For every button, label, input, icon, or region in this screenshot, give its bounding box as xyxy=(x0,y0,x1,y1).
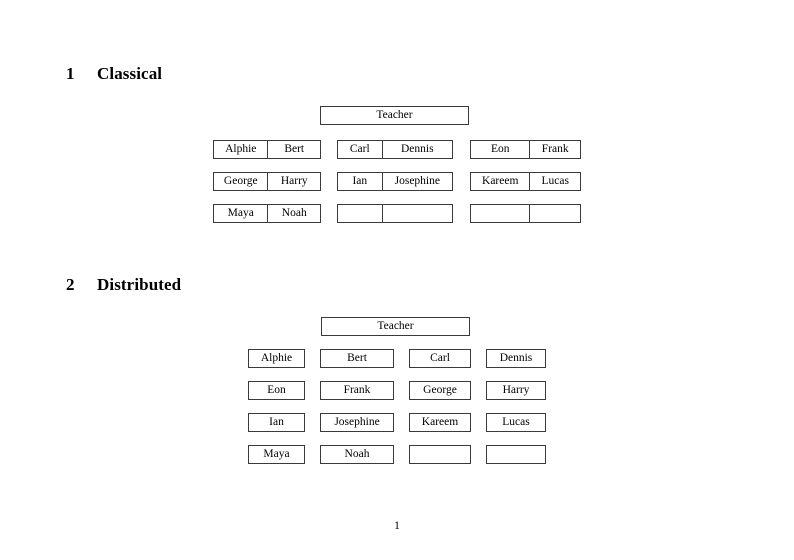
student-cell: Carl xyxy=(349,143,370,155)
student-cell-empty xyxy=(409,445,471,464)
section-title: Distributed xyxy=(97,275,182,294)
student-cell: Harry xyxy=(486,381,546,400)
student-cell: George xyxy=(223,175,258,187)
student-cell: Noah xyxy=(320,445,394,464)
student-cell: Frank xyxy=(320,381,394,400)
table-row: Ian Josephine xyxy=(337,172,453,191)
student-cell: Kareem xyxy=(409,413,471,432)
student-cell: Eon xyxy=(490,143,510,155)
student-cell-empty xyxy=(471,205,529,222)
section-heading-classical: 1 Classical xyxy=(66,64,162,84)
student-cell-empty xyxy=(486,445,546,464)
table-row: Eon Frank xyxy=(470,140,581,159)
section-title: Classical xyxy=(97,64,163,83)
table-row: Maya Noah xyxy=(213,204,321,223)
student-cell: Eon xyxy=(248,381,305,400)
student-cell: Bert xyxy=(267,141,320,158)
section-number: 2 xyxy=(66,275,75,294)
student-cell: Josephine xyxy=(320,413,394,432)
student-cell: Ian xyxy=(248,413,305,432)
student-cell: Noah xyxy=(267,205,320,222)
student-cell: Dennis xyxy=(381,141,452,158)
table-row: Carl Dennis xyxy=(337,140,453,159)
student-cell: Carl xyxy=(409,349,471,368)
table-row: Kareem Lucas xyxy=(470,172,581,191)
student-cell: Lucas xyxy=(486,413,546,432)
student-cell: Lucas xyxy=(529,173,580,190)
teacher-box-classical: Teacher xyxy=(320,106,469,125)
student-cell: Alphie xyxy=(225,143,257,155)
table-row xyxy=(337,204,453,223)
section-number: 1 xyxy=(66,64,75,83)
student-cell-empty xyxy=(381,205,452,222)
student-cell: Josephine xyxy=(381,173,452,190)
table-row xyxy=(470,204,581,223)
student-cell: Kareem xyxy=(482,175,519,187)
student-cell: Dennis xyxy=(486,349,546,368)
table-row: George Harry xyxy=(213,172,321,191)
section-heading-distributed: 2 Distributed xyxy=(66,275,181,295)
student-cell: Maya xyxy=(248,445,305,464)
student-cell: Frank xyxy=(529,141,580,158)
table-row: Alphie Bert xyxy=(213,140,321,159)
student-cell: Harry xyxy=(267,173,320,190)
student-cell-empty xyxy=(529,205,580,222)
student-cell: George xyxy=(409,381,471,400)
page-number: 1 xyxy=(394,520,400,532)
student-cell-empty xyxy=(338,205,382,222)
student-cell: Ian xyxy=(352,175,368,187)
student-cell: Maya xyxy=(227,207,254,219)
student-cell: Alphie xyxy=(248,349,305,368)
teacher-box-distributed: Teacher xyxy=(321,317,470,336)
student-cell: Bert xyxy=(320,349,394,368)
